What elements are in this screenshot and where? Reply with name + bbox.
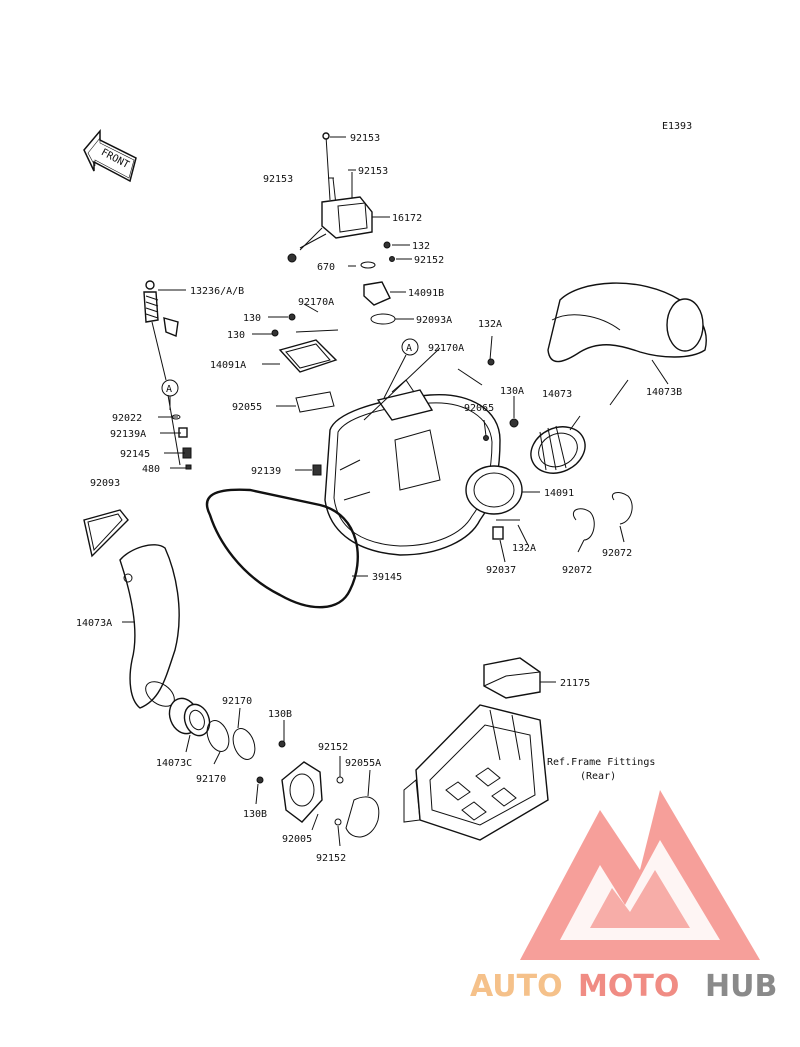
ref-marker-left: A xyxy=(161,379,179,397)
label-16172: 16172 xyxy=(392,213,422,224)
label-92170-upper: 92170 xyxy=(222,696,252,707)
label-132A-lower: 132A xyxy=(512,543,536,554)
label-92005: 92005 xyxy=(282,834,312,845)
diagram-code: E1393 xyxy=(662,121,692,132)
label-92022: 92022 xyxy=(112,413,142,424)
label-92139: 92139 xyxy=(251,466,281,477)
label-92055A: 92055A xyxy=(345,758,381,769)
label-14091A: 14091A xyxy=(210,360,246,371)
label-92139A: 92139A xyxy=(110,429,146,440)
label-130A: 130A xyxy=(500,386,524,397)
clip-92072-a xyxy=(572,508,595,541)
housing-92005 xyxy=(256,740,380,838)
label-14073C: 14073C xyxy=(156,758,192,769)
label-92093: 92093 xyxy=(90,478,120,489)
label-130B-lower: 130B xyxy=(243,809,267,820)
rod-assembly-13236 xyxy=(143,280,192,470)
label-92153-right: 92153 xyxy=(358,166,388,177)
svg-text:A: A xyxy=(406,343,412,354)
label-92170A-mid: 92170A xyxy=(428,343,464,354)
label-130-upper: 130 xyxy=(243,313,261,324)
frame-fitting xyxy=(403,657,549,841)
label-132: 132 xyxy=(412,241,430,252)
label-92153-top: 92153 xyxy=(350,133,380,144)
label-92145: 92145 xyxy=(120,449,150,460)
label-14091B: 14091B xyxy=(408,288,444,299)
label-13236: 13236/A/B xyxy=(190,286,244,297)
clip-92072-b xyxy=(612,492,633,525)
label-92072-left: 92072 xyxy=(562,565,592,576)
label-92152-mid: 92152 xyxy=(318,742,348,753)
watermark-text-hub: HUB xyxy=(705,969,777,1004)
label-92093A: 92093A xyxy=(416,315,452,326)
label-92152-top: 92152 xyxy=(414,255,444,266)
label-14073A: 14073A xyxy=(76,618,112,629)
label-92072-right: 92072 xyxy=(602,548,632,559)
watermark-text-auto: AUTO xyxy=(470,969,563,1004)
label-21175: 21175 xyxy=(560,678,590,689)
ref-marker-center: A xyxy=(401,338,419,356)
label-14073B: 14073B xyxy=(646,387,682,398)
ref-note-line1: Ref.Frame Fittings xyxy=(547,757,655,768)
label-670: 670 xyxy=(317,262,335,273)
seal-39145 xyxy=(205,488,359,609)
label-480: 480 xyxy=(142,464,160,475)
label-39145: 39145 xyxy=(372,572,402,583)
duct-14073A xyxy=(83,509,180,709)
coupler-14073C xyxy=(168,697,211,737)
clamp-ring xyxy=(530,425,586,474)
cvt-cover-14091 xyxy=(324,379,523,556)
ref-note-line2: (Rear) xyxy=(580,771,616,782)
clamp-92170-a xyxy=(206,720,230,752)
front-arrow-icon: FRONT xyxy=(83,128,137,183)
label-130-lower: 130 xyxy=(227,330,245,341)
label-92153-left: 92153 xyxy=(263,174,293,185)
plug-92139 xyxy=(312,464,322,476)
label-14073: 14073 xyxy=(542,389,572,400)
label-92055: 92055 xyxy=(232,402,262,413)
label-92152-bottom: 92152 xyxy=(316,853,346,864)
label-92065: 92065 xyxy=(464,403,494,414)
label-130B-upper: 130B xyxy=(268,709,292,720)
watermark-text-moto: MOTO xyxy=(578,969,679,1004)
part-labels: 92153 92153 92153 16172 132 670 92152 13… xyxy=(76,133,682,864)
label-132A-upper: 132A xyxy=(478,319,502,330)
label-92037: 92037 xyxy=(486,565,516,576)
duct-14073 xyxy=(547,282,707,363)
label-92170A-top: 92170A xyxy=(298,297,334,308)
actuator-16172 xyxy=(287,132,396,325)
cover-14091A xyxy=(271,313,339,413)
clamp-92170-b xyxy=(232,728,256,760)
watermark-logo xyxy=(520,790,760,960)
svg-text:A: A xyxy=(166,384,172,395)
label-92170-lower: 92170 xyxy=(196,774,226,785)
label-14091: 14091 xyxy=(544,488,574,499)
